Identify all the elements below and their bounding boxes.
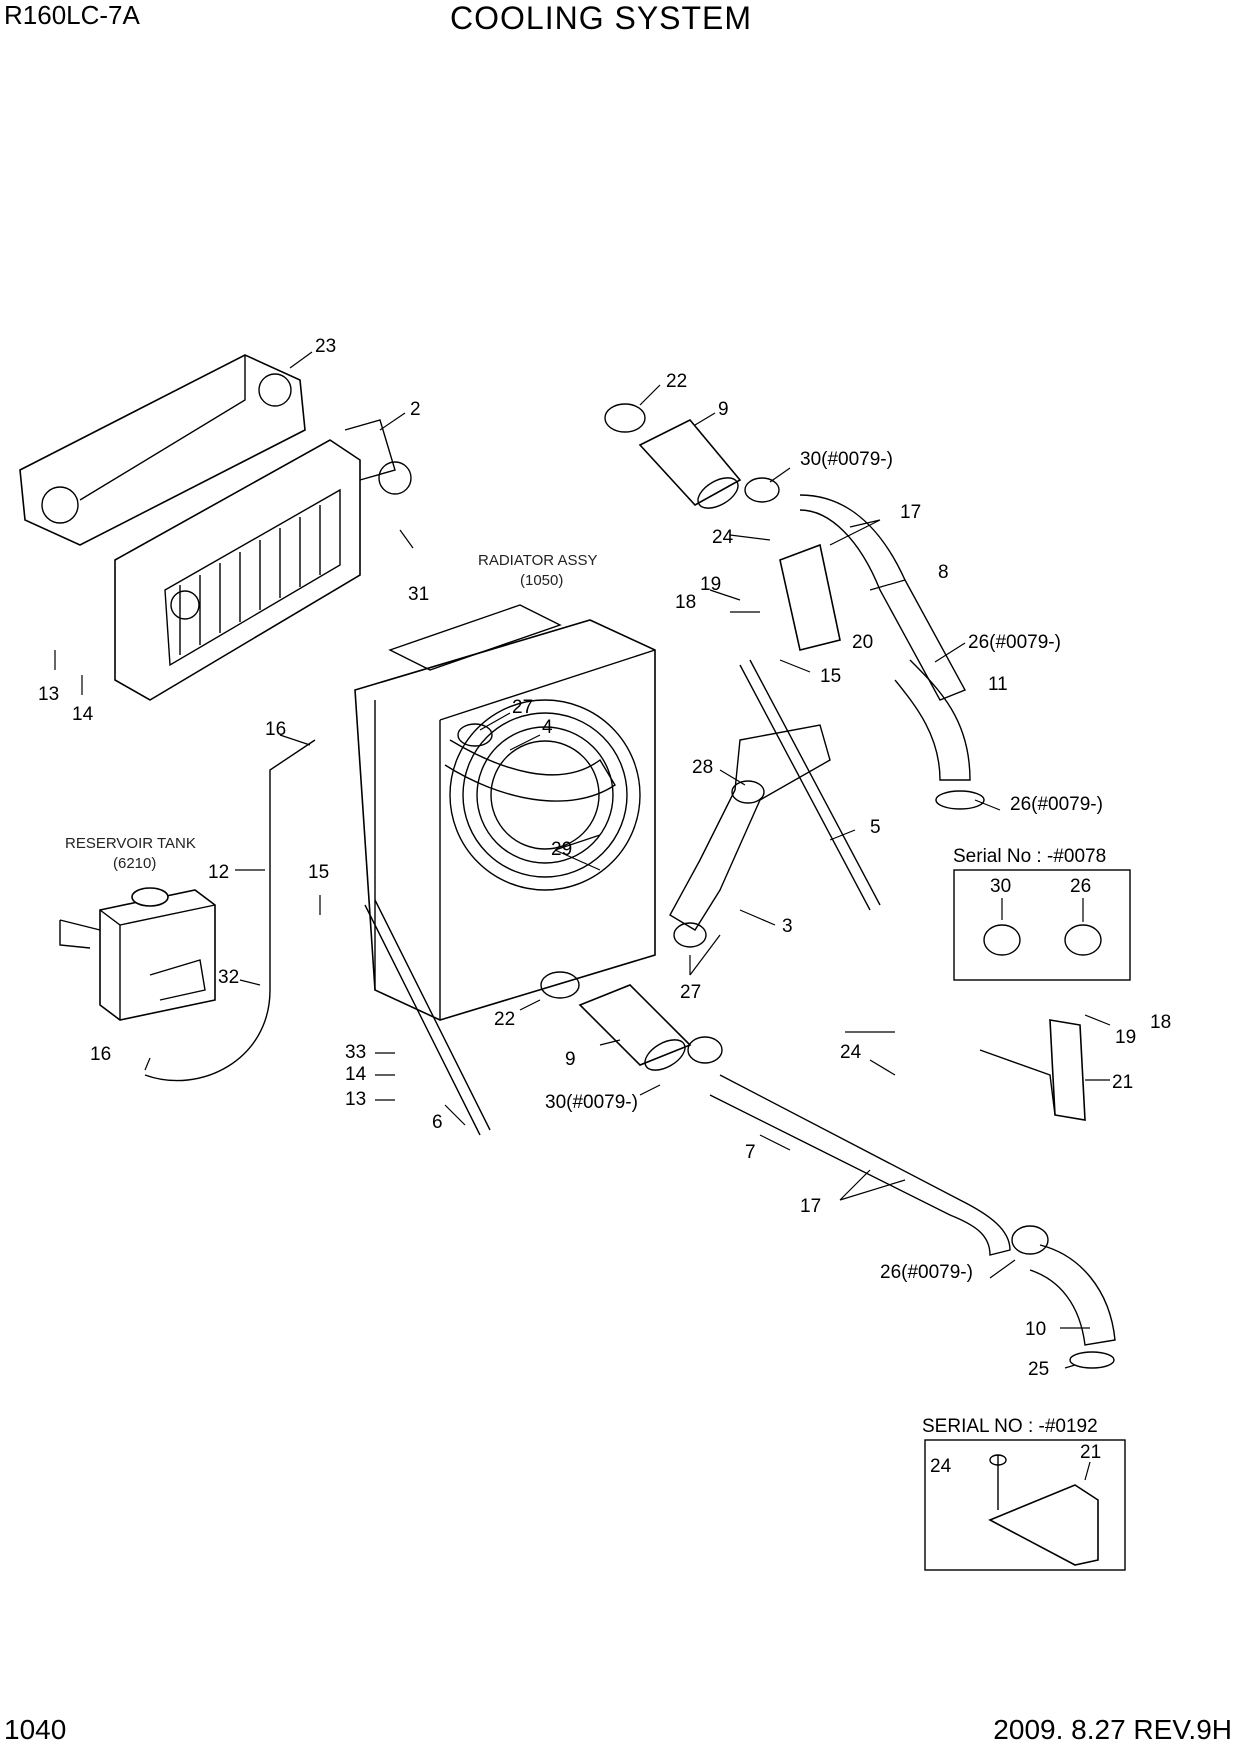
hose-12 xyxy=(144,739,316,1082)
callout-17: 17 xyxy=(800,1196,821,1217)
callout-7: 7 xyxy=(745,1142,756,1163)
callout-2: 2 xyxy=(410,399,421,420)
callout-27: 27 xyxy=(680,982,701,1003)
callout-28: 28 xyxy=(692,757,713,778)
callout-30: 30(#0079-) xyxy=(800,449,893,470)
callout-32: 32 xyxy=(218,967,239,988)
radiator-assy-code: (1050) xyxy=(520,572,563,589)
revision-date: 2009. 8.27 REV.9H xyxy=(993,1714,1232,1745)
callout-13: 13 xyxy=(38,684,59,705)
callout-31: 31 xyxy=(408,584,429,605)
bracket-21 xyxy=(979,1019,1086,1121)
pipe-11 xyxy=(894,659,971,781)
callout-22: 22 xyxy=(494,1009,515,1030)
callout-22: 22 xyxy=(666,371,687,392)
bracket-20 xyxy=(779,543,841,651)
inset-0192-title: SERIAL NO : -#0192 xyxy=(922,1416,1098,1437)
callout-6: 6 xyxy=(432,1112,443,1133)
pipe-7 xyxy=(709,1074,1011,1256)
callout-9: 9 xyxy=(718,399,729,420)
inset-0078-label-26: 26 xyxy=(1070,876,1091,897)
upper-pipe-9 xyxy=(638,419,742,509)
reservoir-tank xyxy=(59,887,216,1021)
inset-serial-0078: Serial No : -#0078 30 26 xyxy=(953,846,1131,981)
callout-23: 23 xyxy=(315,336,336,357)
pipe-10 xyxy=(1029,1244,1116,1346)
callout-8: 8 xyxy=(938,562,949,583)
callout-30: 30(#0079-) xyxy=(545,1092,638,1113)
callout-10: 10 xyxy=(1025,1319,1046,1340)
callout-18: 18 xyxy=(675,592,696,613)
radiator-assembly xyxy=(354,604,656,1021)
callout-16: 16 xyxy=(265,719,286,740)
callout-9: 9 xyxy=(565,1049,576,1070)
model-code: R160LC-7A xyxy=(4,0,140,30)
leader-lines xyxy=(54,351,1111,1369)
pipe-8 xyxy=(799,494,966,701)
reservoir-tank-code: (6210) xyxy=(113,855,156,872)
callout-26: 26(#0079-) xyxy=(968,632,1061,653)
callout-24: 24 xyxy=(840,1042,862,1063)
page-title: COOLING SYSTEM xyxy=(450,0,753,36)
inset-0078-title: Serial No : -#0078 xyxy=(953,846,1106,867)
callout-14: 14 xyxy=(345,1064,367,1085)
inset-0192-label-24: 24 xyxy=(930,1456,952,1477)
callout-12: 12 xyxy=(208,862,229,883)
reservoir-tank-label: RESERVOIR TANK xyxy=(65,835,196,852)
intercooler-cover xyxy=(19,354,306,546)
callout-19: 19 xyxy=(700,574,721,595)
inset-0078-label-30: 30 xyxy=(990,876,1011,897)
inset-0192-label-21: 21 xyxy=(1080,1442,1101,1463)
callout-25: 25 xyxy=(1028,1359,1049,1380)
callout-27: 27 xyxy=(512,697,533,718)
callout-numbers: 23 2 22 9 30(#0079-) 17 24 8 19 18 20 26… xyxy=(38,336,1171,1380)
callout-15: 15 xyxy=(820,666,841,687)
intercooler-core xyxy=(114,419,412,701)
callout-3: 3 xyxy=(782,916,793,937)
callout-29: 29 xyxy=(551,839,572,860)
callout-18: 18 xyxy=(1150,1012,1171,1033)
callout-15: 15 xyxy=(308,862,329,883)
hose-5 xyxy=(669,724,831,931)
callout-11: 11 xyxy=(988,674,1008,695)
lower-pipe-9 xyxy=(578,984,692,1071)
callout-26: 26(#0079-) xyxy=(880,1262,973,1283)
callout-24: 24 xyxy=(712,527,734,548)
callout-33: 33 xyxy=(345,1042,366,1063)
callout-13: 13 xyxy=(345,1089,366,1110)
callout-17: 17 xyxy=(900,502,921,523)
callout-26: 26(#0079-) xyxy=(1010,794,1103,815)
callout-19: 19 xyxy=(1115,1027,1136,1048)
stay-rod-6 xyxy=(364,899,491,1136)
callout-4: 4 xyxy=(542,717,553,738)
callout-14: 14 xyxy=(72,704,94,725)
callout-20: 20 xyxy=(852,632,873,653)
callout-16: 16 xyxy=(90,1044,111,1065)
inset-serial-0192: SERIAL NO : -#0192 24 21 xyxy=(922,1416,1126,1571)
clamps xyxy=(457,403,1115,1369)
radiator-assy-label: RADIATOR ASSY xyxy=(478,552,597,569)
page-number: 1040 xyxy=(4,1714,67,1745)
callout-5: 5 xyxy=(870,817,881,838)
stay-rod-5 xyxy=(739,659,881,911)
callout-21: 21 xyxy=(1112,1072,1133,1093)
